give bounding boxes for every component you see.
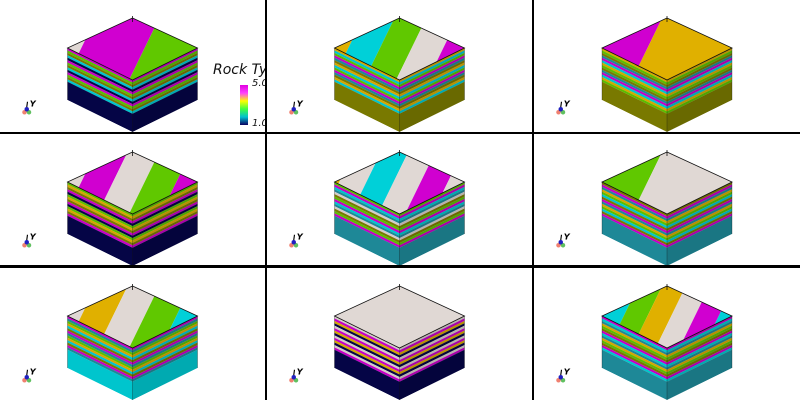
block-model-scene — [333, 16, 466, 132]
axis-y-label: Y — [297, 98, 304, 108]
axis-y-label: Y — [297, 231, 304, 241]
top-band — [124, 18, 198, 80]
axis-y-label: Y — [564, 366, 571, 376]
side-face — [667, 182, 732, 265]
render-view-6[interactable]: Y — [534, 134, 800, 265]
block-model-scene — [66, 150, 199, 265]
side-face — [334, 182, 400, 265]
side-face — [334, 48, 400, 132]
axis-y-label: Y — [564, 98, 571, 108]
top-band — [67, 152, 70, 214]
orientation-axes-widget: Y — [289, 231, 304, 248]
side-face — [667, 48, 732, 132]
side-face — [399, 316, 465, 400]
orientation-axes-widget: Y — [22, 231, 37, 248]
side-face — [667, 316, 732, 400]
colorbar-max-label: 5.0 — [252, 78, 265, 89]
colorbar-title: Rock Ty — [213, 62, 265, 78]
side-face — [67, 48, 133, 132]
orientation-axes-widget: Y — [556, 231, 571, 248]
block-model-scene — [534, 276, 733, 400]
side-face — [399, 182, 465, 265]
side-face — [67, 316, 133, 400]
side-face — [399, 48, 465, 132]
colorbar — [240, 85, 248, 125]
block-model-scene — [267, 142, 466, 265]
orientation-axes-widget: Y — [22, 366, 37, 383]
axis-y-label: Y — [30, 98, 37, 108]
render-view-8[interactable]: Y — [267, 268, 532, 400]
render-view-4[interactable]: Y — [0, 134, 265, 265]
side-face — [67, 182, 133, 265]
orientation-axes-widget: Y — [556, 366, 571, 383]
render-view-1[interactable]: Y Rock Ty5.0 1.0 — [0, 0, 265, 132]
block-model-scene — [66, 16, 199, 132]
orientation-axes-widget: Y — [289, 98, 304, 115]
render-view-9[interactable]: Y — [534, 268, 800, 400]
side-face — [602, 316, 667, 400]
block-model-scene — [601, 16, 733, 132]
side-face — [602, 182, 667, 265]
side-face — [132, 48, 198, 132]
axis-y-label: Y — [297, 366, 304, 376]
top-band — [334, 18, 337, 80]
render-view-5[interactable]: Y — [267, 134, 532, 265]
block-model-scene — [333, 284, 466, 400]
orientation-axes-widget: Y — [556, 98, 571, 115]
side-face — [132, 182, 198, 265]
side-face — [132, 316, 198, 400]
orientation-axes-widget: Y — [22, 98, 37, 115]
colorbar-min-label: 1.0 — [252, 118, 265, 129]
block-model-scene — [66, 284, 199, 400]
side-face — [602, 48, 667, 132]
block-model-scene — [601, 150, 733, 265]
axis-y-label: Y — [564, 231, 571, 241]
side-face — [334, 316, 400, 400]
axis-y-label: Y — [30, 366, 37, 376]
render-view-3[interactable]: Y — [534, 0, 800, 132]
top-band — [267, 142, 332, 224]
axis-y-label: Y — [30, 231, 37, 241]
top-band — [67, 286, 70, 348]
render-view-7[interactable]: Y — [0, 268, 265, 400]
top-band — [534, 276, 596, 358]
orientation-axes-widget: Y — [289, 366, 304, 383]
render-view-2[interactable]: Y — [267, 0, 532, 132]
